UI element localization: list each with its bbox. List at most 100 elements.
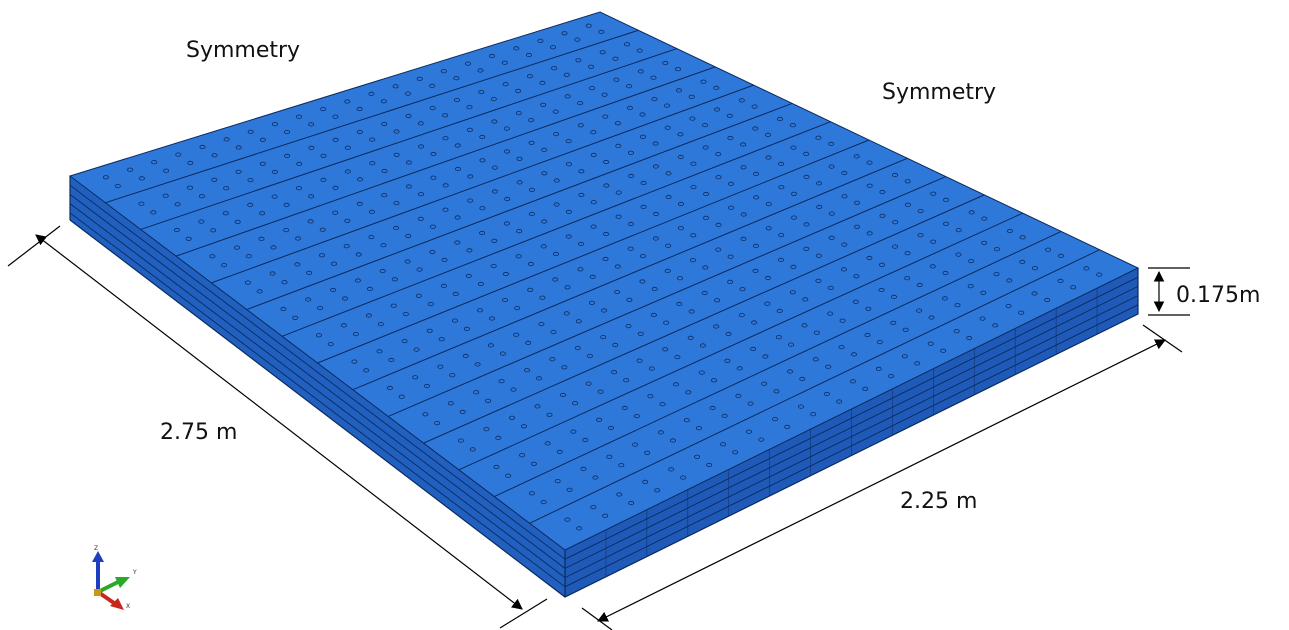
bolt-hole (528, 491, 535, 496)
bolt-hole (247, 202, 254, 207)
bolt-hole (727, 254, 734, 259)
bolt-hole (430, 175, 437, 180)
bolt-hole (553, 202, 560, 207)
bolt-hole (803, 174, 810, 179)
bolt-hole (866, 255, 873, 261)
bolt-hole (715, 152, 722, 157)
bolt-hole (344, 99, 351, 104)
bolt-hole (815, 253, 822, 258)
bolt-hole (356, 201, 363, 206)
bolt-hole (544, 441, 551, 446)
bolt-hole (600, 334, 607, 340)
bolt-hole (677, 226, 684, 231)
bolt-hole (162, 193, 169, 198)
bolt-hole (688, 94, 695, 99)
bolt-hole (700, 79, 707, 84)
bolt-hole (502, 82, 509, 87)
bolt-hole (416, 76, 423, 81)
bolt-hole (585, 23, 592, 28)
bolt-hole (791, 215, 798, 220)
bolt-hole (574, 37, 581, 42)
bolt-hole (259, 137, 266, 142)
bolt-hole (626, 84, 633, 89)
bolt-hole (540, 244, 547, 249)
bolt-hole (941, 296, 948, 301)
bolt-hole (1045, 247, 1052, 252)
bolt-hole (615, 214, 622, 219)
bolt-hole (404, 91, 411, 96)
bolt-hole (570, 429, 577, 434)
bolt-hole (453, 98, 460, 103)
bolt-hole (549, 357, 556, 362)
bolt-hole (627, 246, 634, 251)
bolt-hole (662, 60, 669, 66)
bolt-hole (524, 368, 531, 373)
bolt-hole (393, 201, 400, 206)
bolt-hole (639, 112, 646, 117)
bolt-hole (296, 161, 303, 166)
bolt-hole (828, 141, 835, 146)
bolt-hole (271, 169, 278, 175)
bolt-hole (541, 171, 548, 176)
bolt-hole (803, 222, 810, 227)
bolt-hole (802, 297, 809, 302)
bolt-hole (878, 287, 885, 293)
bolt-hole (599, 50, 606, 55)
bolt-hole (491, 119, 498, 124)
bolt-hole (930, 191, 937, 196)
bolt-hole (464, 61, 471, 66)
bolt-hole (803, 151, 810, 156)
bolt-hole (650, 312, 657, 318)
bolt-hole (187, 160, 194, 166)
length-dimension-line (35, 234, 523, 610)
bolt-hole (928, 315, 935, 320)
axis-triad (92, 551, 130, 610)
bolt-hole (1006, 278, 1013, 283)
bolt-hole (727, 279, 734, 284)
bolt-hole (575, 58, 582, 63)
length-ext-line-bottom (499, 598, 548, 629)
bolt-hole (530, 461, 537, 466)
bolt-hole (528, 118, 535, 123)
thickness-dimension-label: 0.175m (1176, 283, 1261, 308)
bolt-hole (640, 204, 647, 209)
bolt-hole (534, 404, 541, 409)
bolt-hole (866, 160, 873, 165)
bolt-hole (677, 154, 684, 160)
bolt-hole (653, 211, 660, 217)
bolt-hole (405, 160, 412, 165)
bolt-hole (954, 303, 961, 308)
bolt-hole (602, 114, 609, 119)
bolt-hole (344, 218, 351, 223)
bolt-hole (590, 504, 597, 510)
bolt-hole (526, 74, 533, 79)
bolt-hole (540, 499, 547, 505)
bolt-hole (440, 69, 447, 74)
bolt-hole (1031, 291, 1038, 296)
bolt-hole (369, 161, 376, 166)
bolt-hole (765, 155, 772, 160)
bolt-hole (828, 164, 835, 169)
bolt-hole (904, 179, 911, 184)
bolt-hole (332, 137, 339, 142)
bolt-hole (628, 221, 635, 227)
bolt-hole (503, 126, 510, 131)
bolt-hole (590, 200, 597, 205)
bolt-hole (381, 168, 388, 174)
bolt-hole (968, 258, 975, 264)
bolt-hole (222, 211, 229, 216)
bolt-hole (546, 412, 553, 417)
bolt-hole (753, 171, 760, 176)
bolt-hole (840, 267, 847, 272)
bolt-hole (678, 201, 685, 207)
bolt-hole (198, 219, 205, 224)
bolt-hole (614, 289, 621, 295)
bolt-hole (943, 221, 950, 226)
bolt-hole (503, 221, 510, 226)
bolt-hole (864, 332, 871, 338)
bolt-hole (590, 152, 597, 158)
bolt-hole (467, 198, 474, 203)
bolt-hole (393, 225, 400, 231)
bolt-hole (442, 207, 449, 212)
bolt-hole (561, 365, 568, 370)
